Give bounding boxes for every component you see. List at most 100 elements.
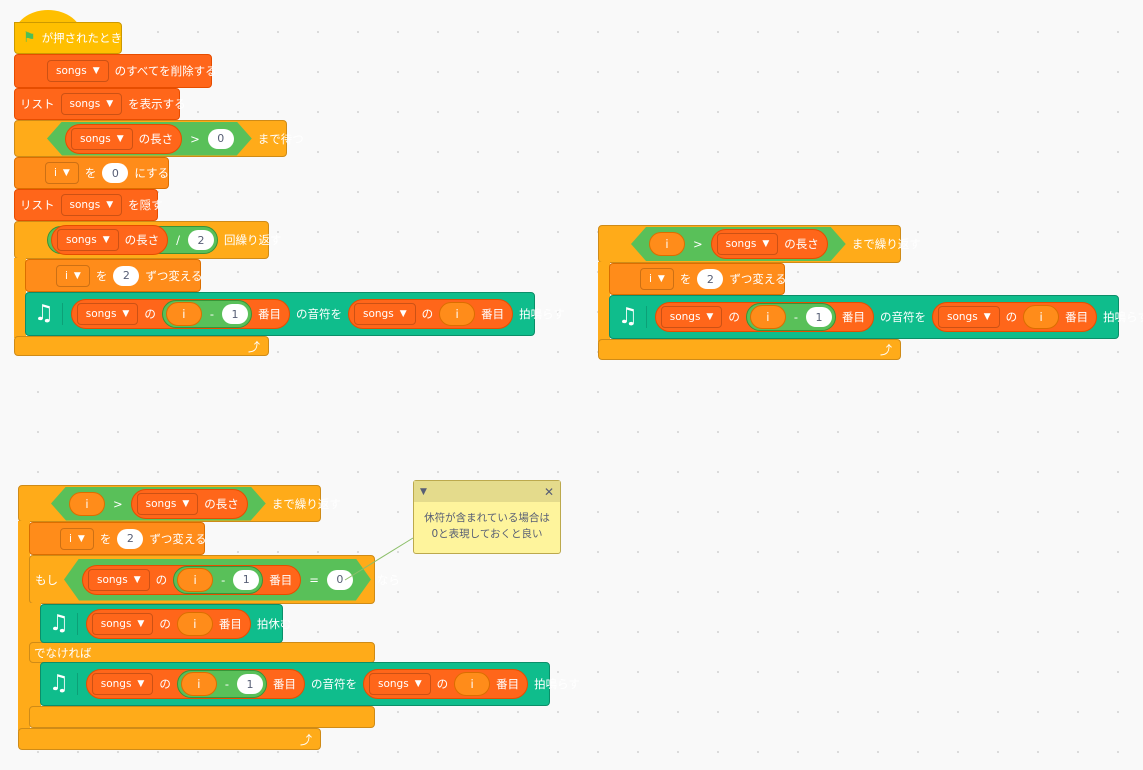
number-input[interactable]: 1 [222, 304, 248, 324]
block-label: まで繰り返す [851, 237, 921, 251]
block-label: 回繰り返す [223, 233, 282, 247]
list-dropdown[interactable]: songs▼ [60, 93, 123, 115]
subtract-operator[interactable]: i-1 [173, 566, 263, 594]
number-input[interactable]: 2 [187, 230, 214, 250]
block-label: の [436, 677, 449, 691]
when-flag-clicked-block[interactable]: ⚑ が押されたとき [14, 22, 122, 54]
block-label: 番目 [481, 307, 505, 321]
number-input[interactable]: 0 [102, 163, 129, 183]
variable-reporter[interactable]: i [649, 232, 685, 256]
wait-until-block[interactable]: songs▼の長さ > 0 まで待つ [14, 120, 304, 157]
variable-reporter[interactable]: i [69, 492, 105, 516]
divide-operator[interactable]: songs▼の長さ / 2 [47, 225, 218, 255]
list-dropdown[interactable]: songs▼ [137, 493, 199, 515]
comment-header[interactable]: ▼ ✕ [414, 481, 560, 502]
repeat-arm [18, 521, 30, 731]
number-input[interactable]: 1 [806, 307, 832, 327]
repeat-until-block[interactable]: i > songs▼の長さ まで繰り返す [598, 225, 921, 263]
variable-dropdown[interactable]: i▼ [56, 264, 90, 287]
variable-reporter[interactable]: i [177, 568, 213, 592]
change-variable-block[interactable]: i▼ を 2 ずつ変える [29, 522, 207, 555]
number-input[interactable]: 1 [237, 674, 263, 694]
repeat-block[interactable]: songs▼の長さ / 2 回繰り返す [14, 221, 281, 259]
set-variable-block[interactable]: i▼ を 0 にする [14, 157, 169, 189]
dropdown-value: songs [80, 132, 111, 145]
list-dropdown[interactable]: songs▼ [91, 673, 154, 695]
collapse-caret-icon[interactable]: ▼ [420, 486, 427, 497]
operator-symbol: > [113, 496, 123, 511]
list-dropdown[interactable]: songs▼ [354, 303, 416, 325]
operator-symbol: > [190, 131, 200, 146]
list-dropdown[interactable]: songs▼ [717, 233, 779, 255]
variable-reporter[interactable]: i [439, 302, 476, 326]
variable-reporter[interactable]: i [1023, 305, 1060, 329]
variable-reporter[interactable]: i [180, 672, 217, 696]
list-dropdown[interactable]: songs▼ [660, 306, 723, 328]
delete-all-of-list-block[interactable]: songs▼ のすべてを削除する [14, 54, 217, 88]
operator-symbol: > [693, 237, 703, 251]
block-label: 拍鳴らす [1103, 310, 1143, 324]
variable-dropdown[interactable]: i▼ [640, 268, 674, 290]
variable-reporter[interactable]: i [454, 672, 491, 696]
caret-down-icon: ▼ [182, 498, 190, 509]
variable-dropdown[interactable]: i▼ [45, 162, 79, 184]
change-variable-block[interactable]: i▼ を 2 ずつ変える [609, 263, 787, 295]
number-input[interactable]: 2 [697, 269, 724, 289]
dropdown-value: songs [97, 573, 128, 586]
number-input[interactable]: 0 [327, 570, 353, 590]
list-length-reporter[interactable]: songs▼の長さ [131, 489, 248, 519]
subtract-operator[interactable]: i-1 [161, 300, 252, 328]
subtract-operator[interactable]: i-1 [176, 670, 267, 698]
list-dropdown[interactable]: songs▼ [76, 303, 139, 325]
greater-than-operator[interactable]: songs▼の長さ > 0 [47, 122, 252, 156]
variable-dropdown[interactable]: i▼ [60, 527, 94, 550]
number-input[interactable]: 2 [113, 265, 140, 286]
number-input[interactable]: 0 [208, 129, 234, 149]
comment-text[interactable]: 休符が含まれている場合は 0と表現しておくと良い [414, 502, 560, 550]
list-dropdown[interactable]: songs▼ [60, 194, 123, 216]
list-dropdown[interactable]: songs▼ [57, 229, 119, 251]
list-dropdown[interactable]: songs▼ [71, 128, 133, 150]
list-dropdown[interactable]: songs▼ [91, 612, 154, 635]
list-length-reporter[interactable]: songs▼の長さ [65, 124, 182, 154]
repeat-until-block[interactable]: i > songs▼の長さ まで繰り返す [18, 485, 341, 522]
list-length-reporter[interactable]: songs▼の長さ [711, 229, 828, 259]
hide-list-block[interactable]: リスト songs▼ を隠す [14, 189, 163, 221]
show-list-block[interactable]: リスト songs▼ を表示する [14, 88, 186, 120]
block-label: を [679, 272, 692, 286]
subtract-operator[interactable]: i-1 [745, 303, 836, 331]
comment-note[interactable]: ▼ ✕ 休符が含まれている場合は 0と表現しておくと良い [413, 480, 561, 554]
list-dropdown[interactable]: songs▼ [47, 60, 109, 82]
number-input[interactable]: 1 [233, 570, 259, 590]
list-length-reporter[interactable]: songs▼の長さ [51, 225, 169, 255]
variable-reporter[interactable]: i [176, 611, 213, 636]
greater-than-operator[interactable]: i > songs▼の長さ [51, 487, 266, 521]
caret-down-icon: ▼ [106, 99, 114, 109]
greater-than-operator[interactable]: i > songs▼の長さ [631, 227, 846, 261]
number-input[interactable]: 2 [117, 528, 144, 549]
list-dropdown[interactable]: songs▼ [369, 673, 431, 695]
variable-reporter[interactable]: i [749, 305, 786, 329]
list-dropdown[interactable]: songs▼ [938, 306, 1000, 328]
loop-arrow-icon: ⤴ [879, 343, 892, 357]
change-variable-block[interactable]: i▼ を 2 ずつ変える [25, 259, 203, 292]
block-label: 拍鳴らす [534, 677, 580, 691]
close-icon[interactable]: ✕ [543, 484, 554, 499]
variable-reporter[interactable]: i [165, 302, 202, 326]
block-label: 番目 [1065, 310, 1089, 324]
list-dropdown[interactable]: songs▼ [88, 569, 150, 591]
